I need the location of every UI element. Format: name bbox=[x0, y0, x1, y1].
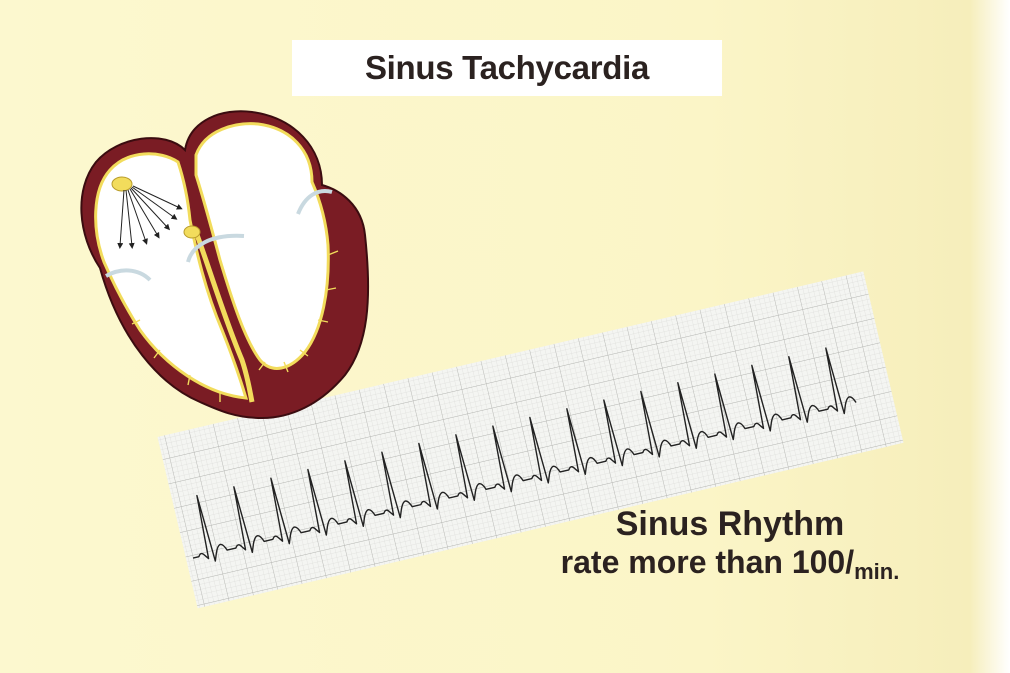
caption-rate-text: rate more than 100/ bbox=[561, 544, 854, 580]
caption-unit: min. bbox=[854, 559, 899, 584]
av-node-icon bbox=[184, 226, 200, 238]
heart-cross-section-icon bbox=[81, 111, 368, 418]
sa-node-icon bbox=[112, 177, 132, 191]
caption-line-2: rate more than 100/min. bbox=[490, 544, 970, 584]
caption-line-1: Sinus Rhythm bbox=[490, 505, 970, 544]
caption: Sinus Rhythm rate more than 100/min. bbox=[490, 505, 970, 584]
